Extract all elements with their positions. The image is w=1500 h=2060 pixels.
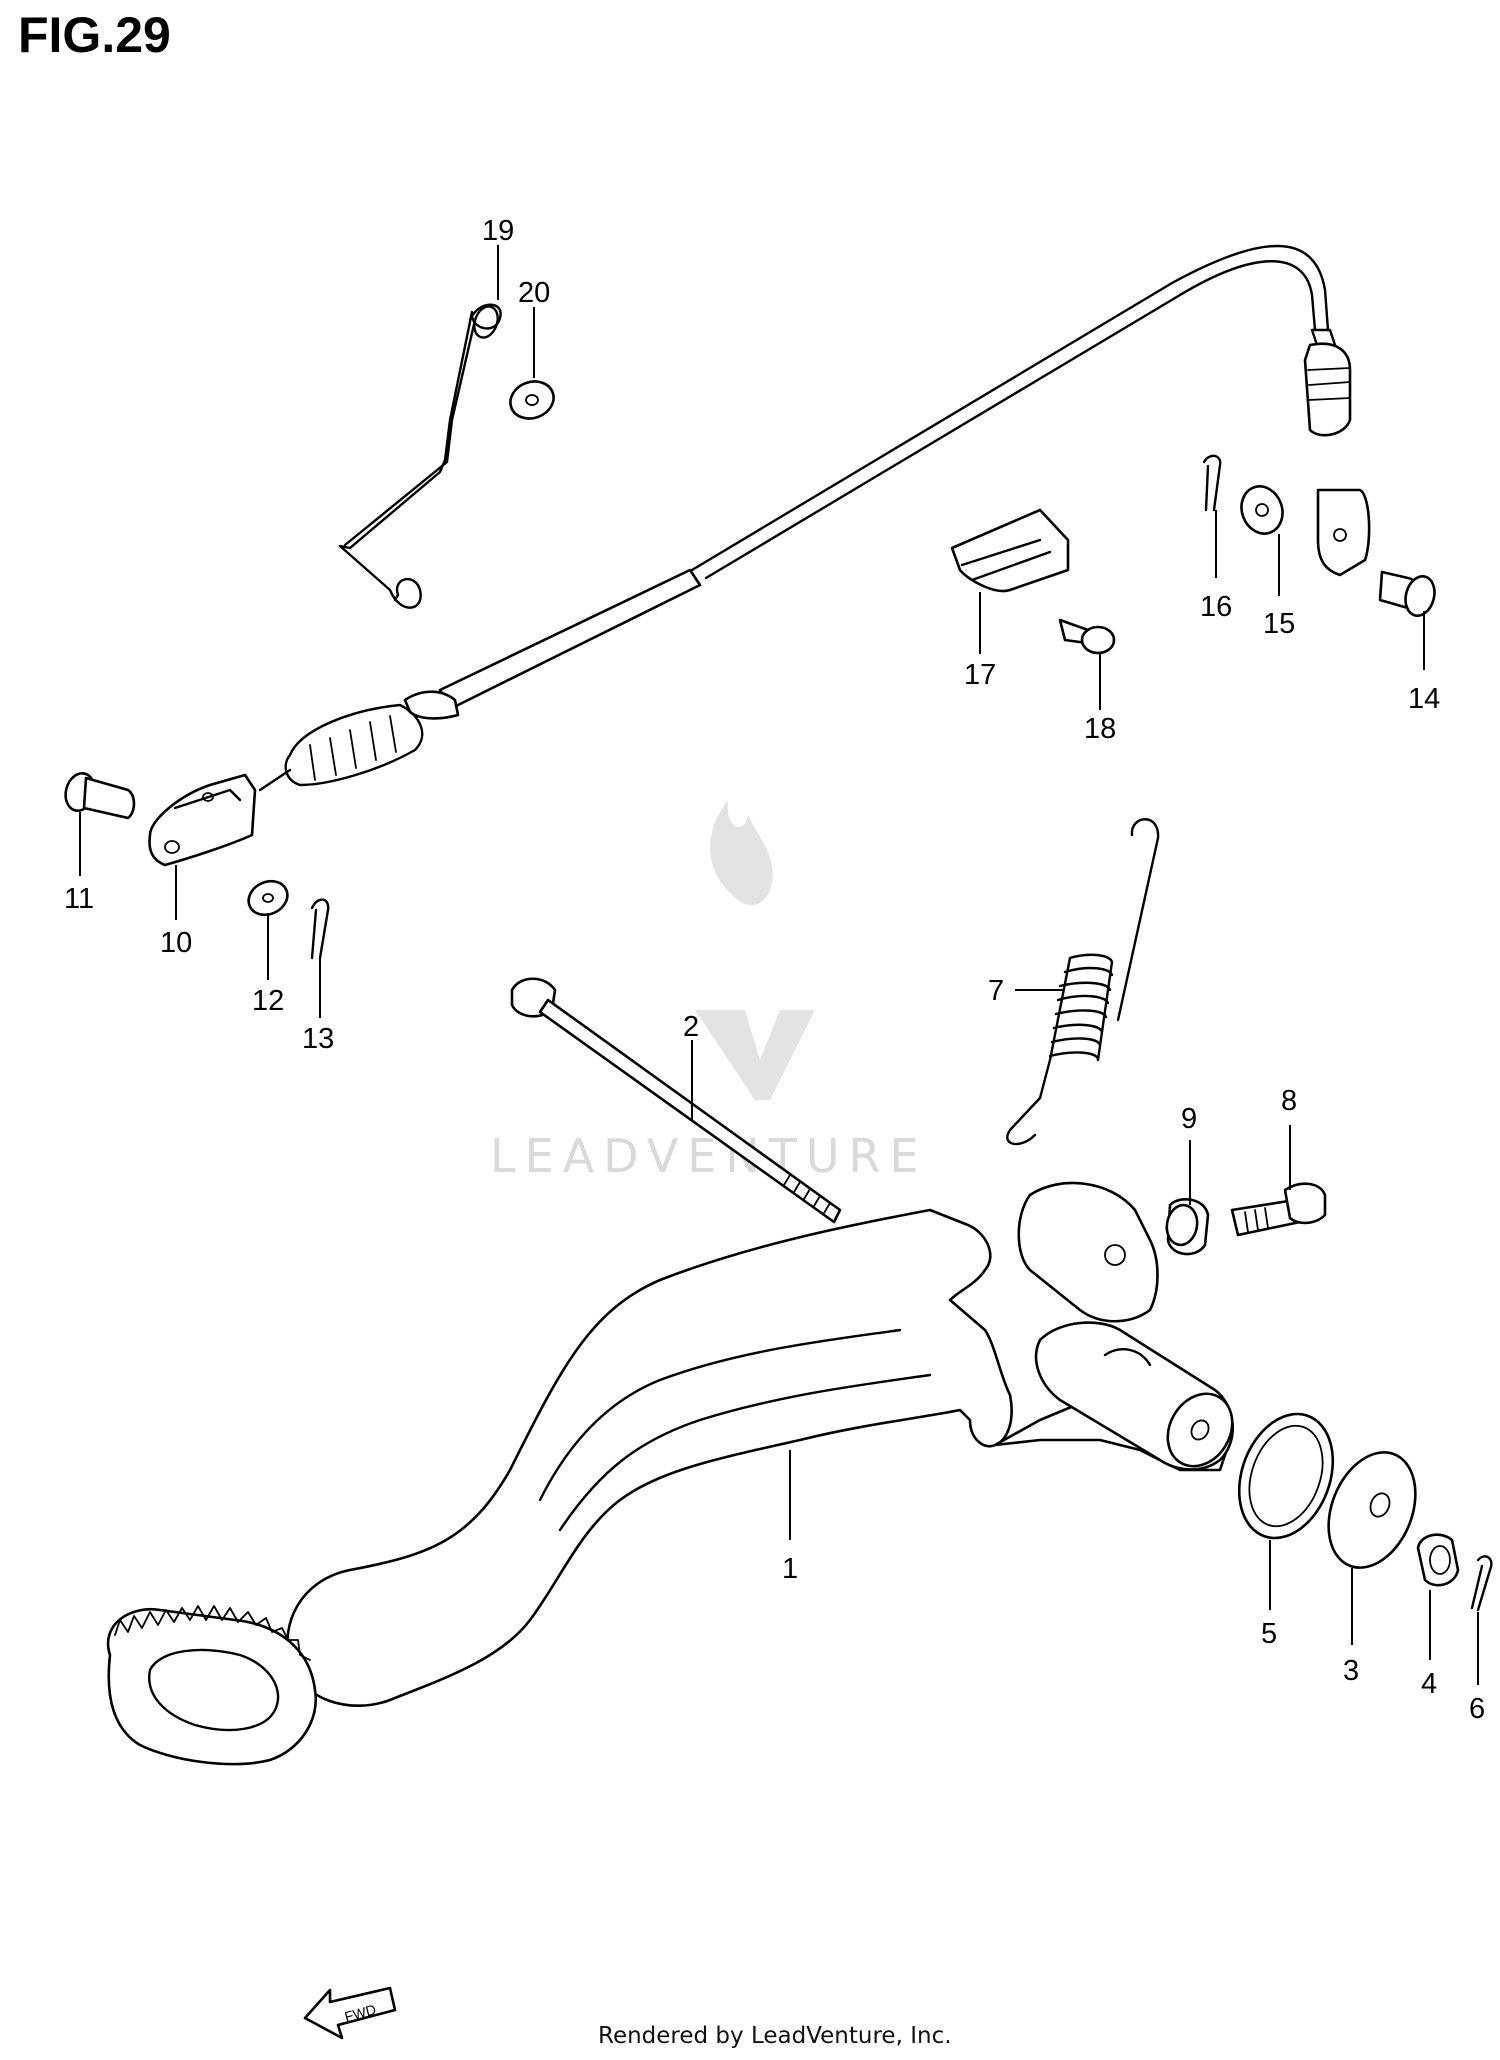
callout-5: 5 [1261, 1618, 1277, 1650]
brake-pedal-part-1 [106, 1181, 1234, 1766]
callout-17: 17 [964, 659, 996, 691]
callout-9: 9 [1181, 1103, 1197, 1135]
clevis-part-right [1316, 488, 1371, 577]
cotter-pin-part-13 [310, 898, 330, 960]
watermark-logo [695, 800, 815, 1100]
clamp-part-17 [950, 508, 1070, 593]
callout-11: 11 [64, 883, 94, 915]
spring-part-7 [1006, 818, 1160, 1146]
cotter-pin-part-16 [1202, 454, 1222, 512]
wire-hook-part [338, 303, 502, 609]
callout-16: 16 [1200, 591, 1232, 623]
pin-part-11 [64, 771, 136, 820]
collar-part-9 [1165, 1197, 1210, 1256]
callout-18: 18 [1084, 713, 1116, 745]
nut-part-4 [1416, 1533, 1460, 1587]
long-bolt-part-2 [510, 977, 842, 1224]
washer-part-3 [1327, 1451, 1417, 1569]
watermark-text: LEADVENTURE [490, 1129, 928, 1183]
oring-part-5 [1237, 1412, 1335, 1540]
callout-4: 4 [1421, 1668, 1437, 1700]
callout-14: 14 [1408, 683, 1440, 715]
callout-6: 6 [1469, 1693, 1485, 1725]
washer-part-15 [1240, 485, 1284, 535]
footer-credit: Rendered by LeadVenture, Inc. [598, 2023, 952, 2049]
bolt-part-8 [1230, 1182, 1327, 1237]
callout-7: 7 [988, 975, 1004, 1007]
washer-part-20 [509, 380, 555, 420]
callout-numbers: 19 20 14 15 16 17 18 11 10 12 13 7 2 8 9… [64, 215, 1485, 1725]
callout-1: 1 [782, 1553, 798, 1585]
pin-part-14 [1378, 570, 1436, 617]
bolt-part-18 [1058, 618, 1116, 655]
cotter-pin-part-6 [1470, 1555, 1493, 1612]
callout-19: 19 [482, 215, 514, 247]
callout-20: 20 [518, 277, 550, 309]
brake-cable-part [258, 244, 1352, 792]
callout-3: 3 [1343, 1655, 1359, 1687]
leader-lines [79, 245, 1479, 1685]
fwd-label: FWD [343, 2001, 378, 2025]
washer-part-12 [247, 879, 289, 917]
figure-title: FIG.29 [18, 7, 171, 63]
callout-13: 13 [302, 1023, 334, 1055]
callout-12: 12 [252, 985, 284, 1017]
forward-direction-arrow-icon: FWD [303, 1986, 397, 2040]
callout-8: 8 [1281, 1085, 1297, 1117]
callout-15: 15 [1263, 608, 1295, 640]
callout-10: 10 [160, 927, 192, 959]
clevis-part-10 [148, 773, 257, 867]
callout-2: 2 [683, 1011, 699, 1043]
